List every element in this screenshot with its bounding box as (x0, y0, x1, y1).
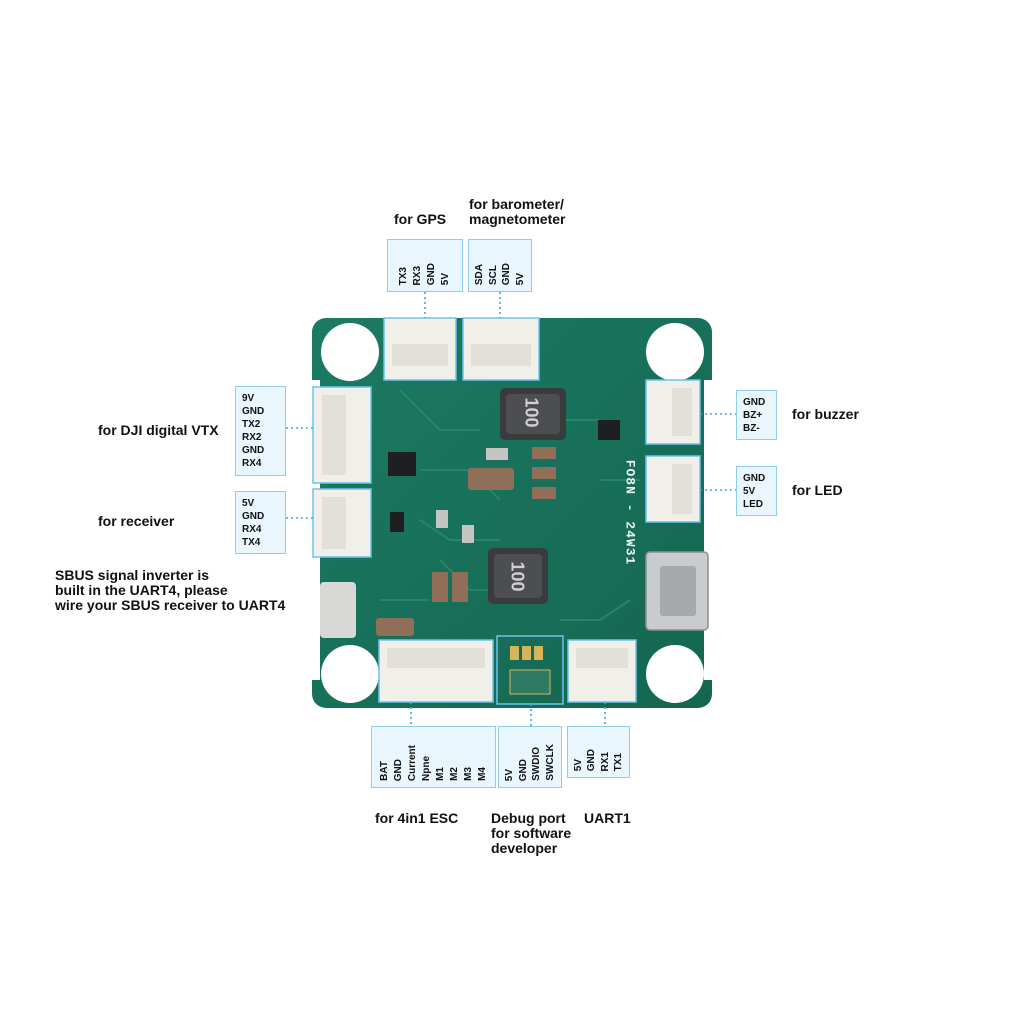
vtx-pin: GND (242, 445, 265, 456)
receiver-pin: RX4 (242, 524, 262, 535)
receiver-pin: 5V (242, 498, 255, 509)
led-pins-box: GND 5V LED (736, 466, 777, 516)
buzzer-pin: BZ- (743, 423, 760, 434)
sbus-note-line: wire your SBUS receiver to UART4 (55, 597, 286, 613)
vtx-label: for DJI digital VTX (98, 422, 219, 438)
debug-pin: SWCLK (544, 744, 556, 781)
esc-label: for 4in1 ESC (375, 810, 459, 826)
esc-pin: Current (406, 744, 418, 781)
receiver-connector (312, 488, 372, 558)
debug-pads (496, 635, 564, 705)
led-pin: LED (743, 499, 763, 510)
sbus-note-line: built in the UART4, please (55, 582, 228, 598)
usb-port (645, 551, 709, 631)
esc-pin: M3 (462, 767, 474, 781)
gps-pins-box: TX3 RX3 GND 5V (387, 239, 463, 292)
inductor-top (500, 388, 566, 440)
debug-pin: GND (517, 758, 529, 781)
esc-pin: Npne (420, 756, 432, 781)
vtx-pin: TX2 (242, 419, 261, 430)
debug-pins-box: 5V GND SWDIO SWCLK (498, 726, 562, 788)
baro-pins-box: SDA SCL GND 5V (468, 239, 532, 292)
vtx-connector (312, 386, 372, 484)
debug-label: Debug port for software developer (491, 811, 591, 856)
gps-pin: TX3 (398, 266, 409, 285)
baro-pin: SDA (474, 263, 485, 285)
led-pin: 5V (743, 486, 756, 497)
esc-pin: BAT (378, 761, 390, 781)
esc-pin: M2 (448, 767, 460, 781)
baro-label: for barometer/ magnetometer (469, 197, 599, 227)
esc-connector (378, 639, 494, 703)
baro-pin: 5V (514, 272, 526, 285)
receiver-label: for receiver (98, 513, 175, 529)
inductor-mid (488, 548, 548, 604)
uart1-label: UART1 (584, 810, 631, 826)
receiver-pin: GND (242, 511, 265, 522)
smd-components (320, 420, 620, 638)
buzzer-label: for buzzer (792, 406, 859, 422)
buzzer-pin: BZ+ (743, 410, 763, 421)
buzzer-pin: GND (743, 397, 766, 408)
vtx-pin: RX2 (242, 432, 262, 443)
gps-pin: 5V (440, 272, 451, 285)
baro-label-line: for barometer/ (469, 196, 564, 212)
gps-pin: RX3 (412, 265, 423, 285)
vtx-pin: GND (242, 406, 265, 417)
uart1-pin: RX1 (599, 751, 611, 771)
baro-pin: GND (501, 262, 512, 285)
receiver-pins-box: 5V GND RX4 TX4 (235, 491, 286, 554)
gps-label: for GPS (394, 211, 447, 227)
led-connector (645, 455, 701, 523)
uart1-pins-box: 5V GND RX1 TX1 (567, 726, 630, 778)
baro-pin: SCL (487, 265, 499, 285)
buzzer-connector (645, 379, 701, 445)
led-label: for LED (792, 482, 843, 498)
gps-pin: GND (426, 262, 437, 285)
uart1-pin: GND (586, 748, 598, 771)
receiver-pin: TX4 (242, 537, 261, 548)
uart1-pin: TX1 (612, 752, 624, 771)
pcb-body (312, 318, 712, 708)
debug-label-line: Debug port (491, 810, 566, 826)
esc-pins-box: BAT GND Current Npne M1 M2 M3 M4 (371, 726, 496, 788)
led-pin: GND (743, 473, 766, 484)
uart1-connector (567, 639, 637, 703)
vtx-pins-box: 9V GND TX2 RX2 GND RX4 (235, 386, 286, 476)
esc-pin: GND (392, 758, 404, 781)
esc-pin: M4 (476, 767, 488, 781)
debug-pin: 5V (504, 768, 515, 781)
debug-pin: SWDIO (531, 747, 542, 781)
debug-label-line: developer (491, 840, 558, 856)
baro-connector (462, 317, 540, 381)
gps-connector (383, 317, 457, 381)
debug-label-line: for software (491, 825, 572, 841)
buzzer-pins-box: GND BZ+ BZ- (736, 390, 777, 440)
sbus-note-line: SBUS signal inverter is (55, 567, 210, 583)
uart1-pin: 5V (573, 758, 584, 771)
baro-label-line: magnetometer (469, 211, 566, 227)
vtx-pin: RX4 (242, 458, 262, 469)
esc-pin: M1 (434, 767, 446, 781)
vtx-pin: 9V (242, 393, 255, 404)
sbus-note: SBUS signal inverter is built in the UAR… (55, 568, 315, 613)
